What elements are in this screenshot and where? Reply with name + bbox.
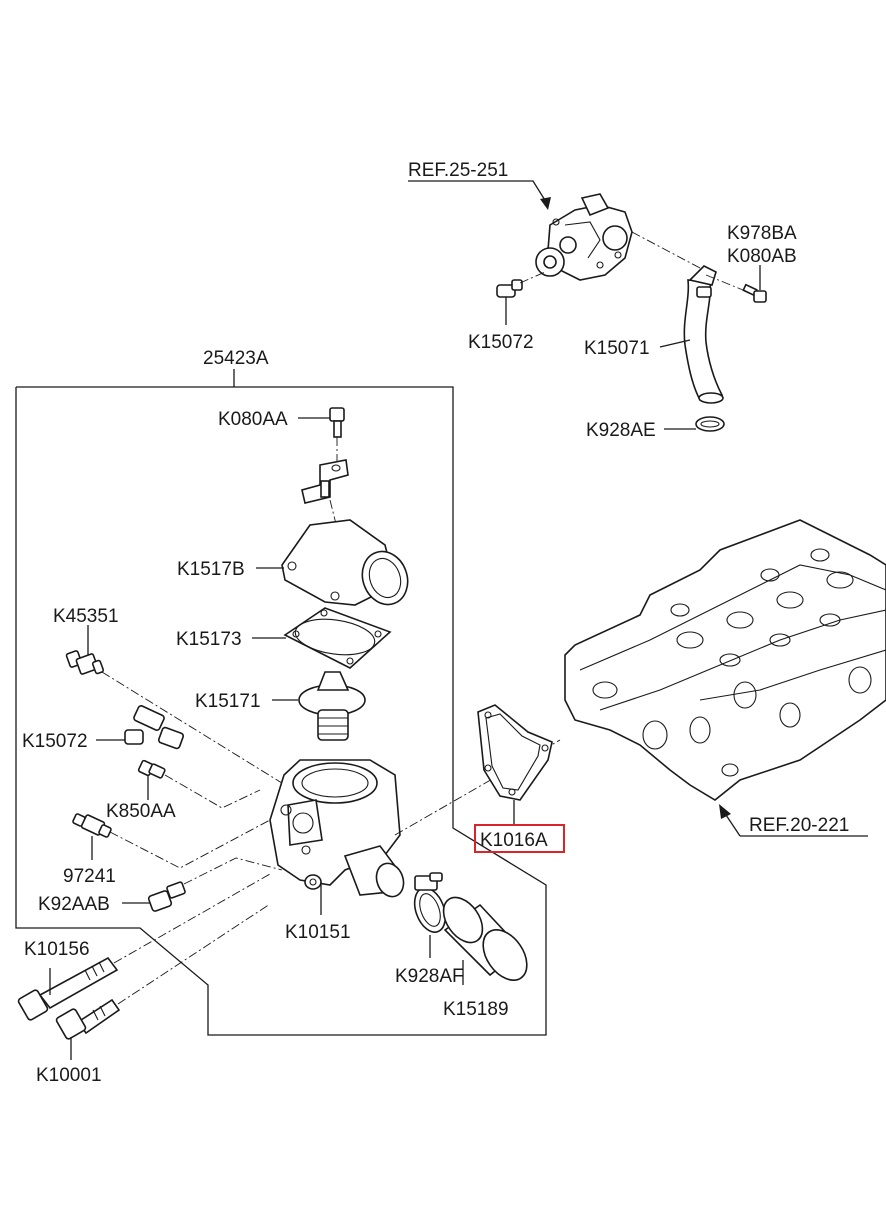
temperature-sender-part xyxy=(72,813,112,838)
ref-water-pump-leader xyxy=(408,180,549,206)
cylinder-head-reference-group: REF.20-221 xyxy=(564,519,886,837)
assembly-outline xyxy=(15,386,547,1036)
thermostat-housing-part xyxy=(269,759,405,898)
k15072-left-label[interactable]: K15072 xyxy=(22,731,88,752)
k45351-label[interactable]: K45351 xyxy=(53,606,119,627)
k1016a-label[interactable]: K1016A xyxy=(480,830,548,851)
housing-bolt-part xyxy=(329,407,345,438)
k15071-label[interactable]: K15071 xyxy=(584,338,650,359)
switch-plug-centerline xyxy=(183,857,283,885)
pipe-bolt-part xyxy=(742,283,767,303)
ref-cylinder-head-label[interactable]: REF.20-221 xyxy=(749,815,849,836)
k15171-label[interactable]: K15171 xyxy=(195,691,261,712)
water-pump-reference-group: REF.25-251 K15072 xyxy=(408,160,797,441)
housing-gasket-part xyxy=(477,704,553,801)
k15072-top-label[interactable]: K15072 xyxy=(468,332,534,353)
long-bolt-k10156-part xyxy=(17,956,119,1021)
hose-clamp-bottom-part xyxy=(413,872,447,933)
k92aab-label[interactable]: K92AAB xyxy=(38,894,110,915)
k15173-label[interactable]: K15173 xyxy=(176,629,242,650)
p97241-label[interactable]: 97241 xyxy=(63,866,116,887)
water-pump-illustration xyxy=(535,193,633,281)
pump-to-pipe-centerline xyxy=(631,231,701,269)
hose-clamp-top-part xyxy=(695,416,725,432)
housing-gasket-group: K1016A xyxy=(474,704,565,853)
switch-plug-part xyxy=(147,881,186,912)
pump-fitting-part xyxy=(496,271,546,298)
k10001-label[interactable]: K10001 xyxy=(36,1065,102,1086)
k978ba-label[interactable]: K978BA xyxy=(727,223,797,244)
bolt-k10156-centerline xyxy=(113,873,271,964)
ref-water-pump-arrowhead xyxy=(540,197,551,210)
k080aa-label[interactable]: K080AA xyxy=(218,409,288,430)
bracket-part xyxy=(301,459,349,504)
bolt-k10001-centerline xyxy=(117,903,271,1005)
k1016a-highlight-box xyxy=(474,824,565,853)
k10156-label[interactable]: K10156 xyxy=(24,939,90,960)
plug-centerline xyxy=(164,774,261,809)
k15071-leader xyxy=(659,339,691,348)
k080ab-label[interactable]: K080AB xyxy=(727,246,797,267)
ref-cylinder-head-arrowhead xyxy=(719,804,731,819)
k928af-label[interactable]: K928AF xyxy=(395,966,464,987)
temperature-sensor-part xyxy=(65,650,105,675)
housing-fitting-part xyxy=(124,705,185,750)
sensor-centerline xyxy=(101,671,291,789)
long-bolt-k10001-part xyxy=(55,998,121,1040)
thermostat-outlet-part xyxy=(281,519,409,606)
thermostat-assembly-group: 25423A K080AA K1517B xyxy=(15,348,561,1086)
pipe-bolt-centerline xyxy=(705,274,749,293)
k1517b-label[interactable]: K1517B xyxy=(177,559,245,580)
assembly-label[interactable]: 25423A xyxy=(203,348,269,369)
washer-part xyxy=(304,874,322,890)
thermostat-part xyxy=(298,671,366,741)
drain-plug-part xyxy=(137,759,166,779)
cylinder-head-illustration xyxy=(564,519,886,801)
k850aa-label[interactable]: K850AA xyxy=(106,801,176,822)
coolant-hose-part xyxy=(442,896,528,981)
k15189-label[interactable]: K15189 xyxy=(443,999,509,1020)
ref-water-pump-label[interactable]: REF.25-251 xyxy=(408,160,508,181)
k928ae-label[interactable]: K928AE xyxy=(586,420,656,441)
outlet-gasket-part xyxy=(283,607,392,669)
k10151-label[interactable]: K10151 xyxy=(285,922,351,943)
coolant-pipe-part xyxy=(683,265,724,404)
